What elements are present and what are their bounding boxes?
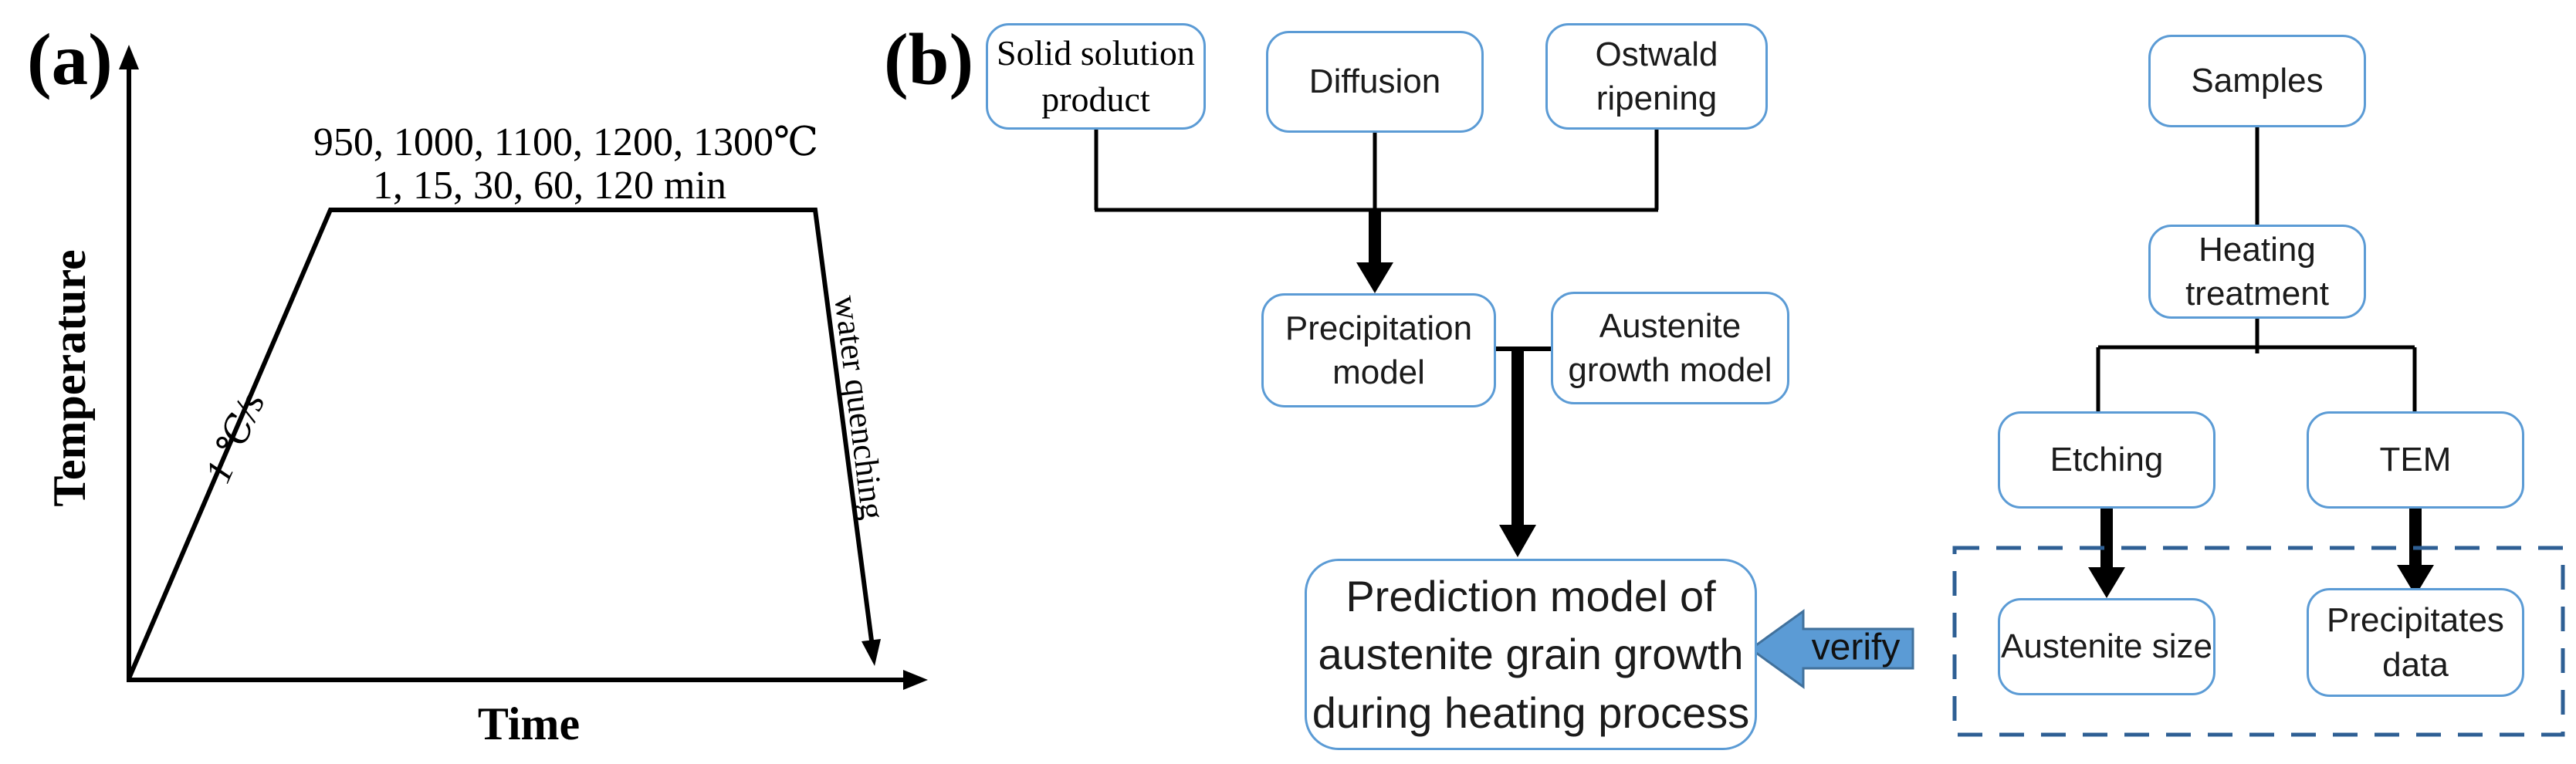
node-label-line: ripening xyxy=(1596,79,1718,117)
node-label-line: Precipitation xyxy=(1285,309,1473,347)
node-solid-solution-product: Solid solution product xyxy=(986,23,1206,130)
node-label-line: TEM xyxy=(2379,441,2452,479)
node-label-line: Solid solution xyxy=(997,33,1195,73)
thick-arrow-to-prediction-model xyxy=(1499,349,1536,557)
node-ostwald-ripening: Ostwald ripening xyxy=(1545,23,1768,130)
plateau-temperatures-label: 950, 1000, 1100, 1200, 1300℃ xyxy=(313,120,819,164)
node-precipitates-data: Precipitates data xyxy=(2307,588,2524,697)
node-label-line: Heating xyxy=(2199,230,2316,269)
node-label-line: during heating process xyxy=(1312,688,1750,737)
node-label-line: Etching xyxy=(2050,441,2164,479)
node-diffusion: Diffusion xyxy=(1266,31,1484,133)
experiment-results-dashed-box xyxy=(1952,546,2565,737)
panel-b-label: (b) xyxy=(884,19,974,100)
verify-label: verify xyxy=(1811,627,1901,668)
node-austenite-size: Austenite size xyxy=(1998,598,2215,695)
node-prediction-model: Prediction model of austenite grain grow… xyxy=(1305,559,1757,750)
node-label-line: austenite grain growth xyxy=(1318,630,1744,679)
heating-split-lines xyxy=(2096,319,2417,411)
node-label-line: Prediction model of xyxy=(1346,571,1716,620)
node-label-line: data xyxy=(2382,645,2449,684)
node-austenite-growth-model: Austenite growth model xyxy=(1551,292,1789,404)
verify-arrow-icon xyxy=(1748,609,1914,689)
node-label-line: growth model xyxy=(1568,351,1772,389)
node-label-line: Ostwald xyxy=(1595,35,1718,73)
x-axis-title: Time xyxy=(477,698,581,749)
node-label-line: Samples xyxy=(2191,62,2324,100)
node-precipitation-model: Precipitation model xyxy=(1261,293,1496,407)
node-label-line: Austenite size xyxy=(2001,627,2212,666)
node-label-line: Diffusion xyxy=(1308,63,1441,101)
node-label-line: treatment xyxy=(2185,275,2329,313)
node-tem: TEM xyxy=(2307,411,2524,509)
panel-a-label: (a) xyxy=(27,19,113,100)
quench-arrowhead-icon xyxy=(861,639,881,666)
y-axis-arrowhead-icon xyxy=(119,45,139,69)
node-samples: Samples xyxy=(2148,35,2366,127)
node-label-line: model xyxy=(1332,353,1425,391)
node-label-line: product xyxy=(1041,79,1150,119)
merge-connector-lines xyxy=(1094,128,1659,212)
node-label-line: Precipitates xyxy=(2327,601,2504,640)
y-axis-title: Temperature xyxy=(44,249,95,507)
thick-arrow-to-austenite-size xyxy=(2088,509,2125,598)
node-heating-treatment: Heating treatment xyxy=(2148,225,2366,319)
plateau-times-label: 1, 15, 30, 60, 120 min xyxy=(373,164,726,208)
x-axis-arrowhead-icon xyxy=(903,670,928,690)
thick-arrow-to-precipitates-data xyxy=(2397,509,2434,596)
node-label-line: Austenite xyxy=(1599,306,1742,345)
thick-arrow-to-precipitation-model xyxy=(1356,210,1393,293)
node-etching: Etching xyxy=(1998,411,2215,509)
heating-profile-line xyxy=(127,208,874,680)
